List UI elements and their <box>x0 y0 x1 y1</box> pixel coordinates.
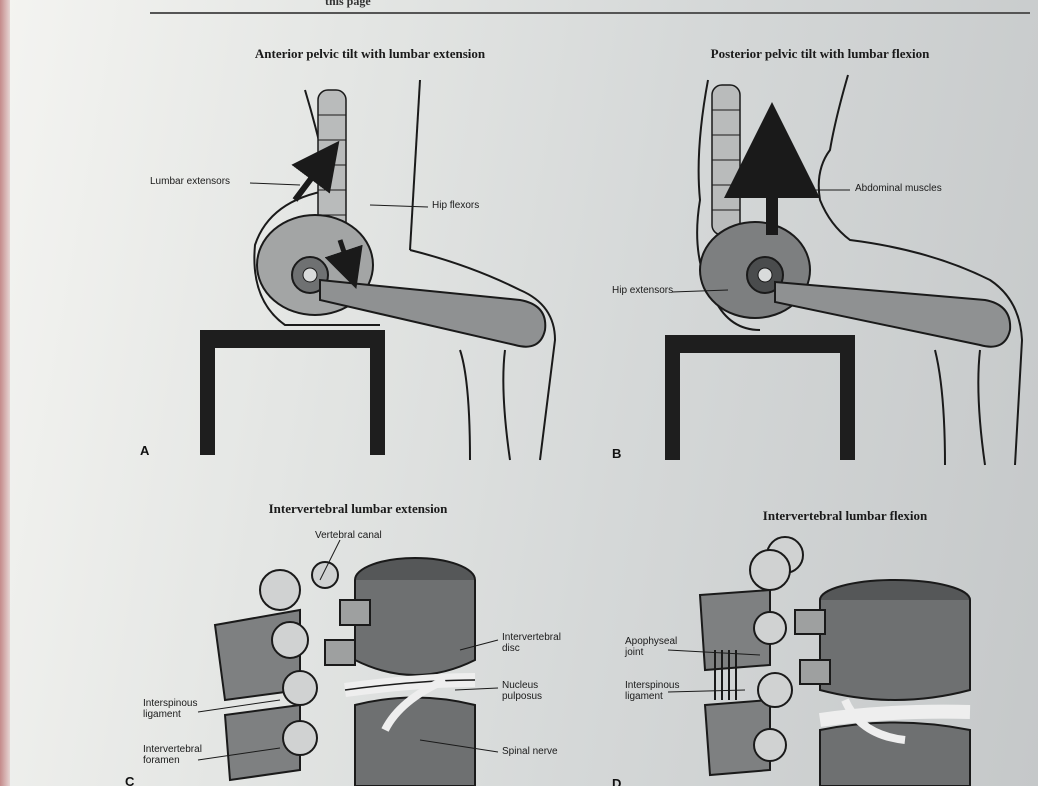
panel-a-stool <box>200 330 385 455</box>
label-vertebral-canal: Vertebral canal <box>315 530 382 541</box>
label-spinal-nerve: Spinal nerve <box>502 746 558 757</box>
label-intervertebral-disc: Intervertebral disc <box>502 632 572 654</box>
hip-flexors-leader <box>370 205 428 207</box>
label-nucleus-pulposus: Nucleus pulposus <box>502 680 562 702</box>
caption-posterior-tilt: Posterior pelvic tilt with lumbar flexio… <box>711 46 930 62</box>
label-interspinous-ligament-c: Interspinous ligament <box>143 698 203 720</box>
label-lumbar-extensors: Lumbar extensors <box>150 176 230 187</box>
caption-lumbar-flexion: Intervertebral lumbar flexion <box>763 508 927 524</box>
panel-b-spine <box>712 85 740 235</box>
panel-letter-a: A <box>140 443 149 458</box>
label-intervertebral-foramen: Intervertebral foramen <box>143 744 207 766</box>
label-apophyseal-joint: Apophyseal joint <box>625 636 685 658</box>
panel-b-stool <box>665 335 855 460</box>
panel-letter-b: B <box>612 446 621 461</box>
label-interspinous-ligament-d: Interspinous ligament <box>625 680 685 702</box>
caption-lumbar-extension: Intervertebral lumbar extension <box>269 501 448 517</box>
label-hip-extensors: Hip extensors <box>612 285 673 296</box>
label-abdominal-muscles: Abdominal muscles <box>855 183 942 194</box>
caption-anterior-tilt: Anterior pelvic tilt with lumbar extensi… <box>255 46 485 62</box>
lumbar-extensors-leader <box>250 183 300 185</box>
panel-letter-c: C <box>125 774 134 786</box>
label-hip-flexors: Hip flexors <box>432 200 479 211</box>
panel-d-vertebrae <box>700 537 970 786</box>
panel-letter-d: D <box>612 776 621 786</box>
